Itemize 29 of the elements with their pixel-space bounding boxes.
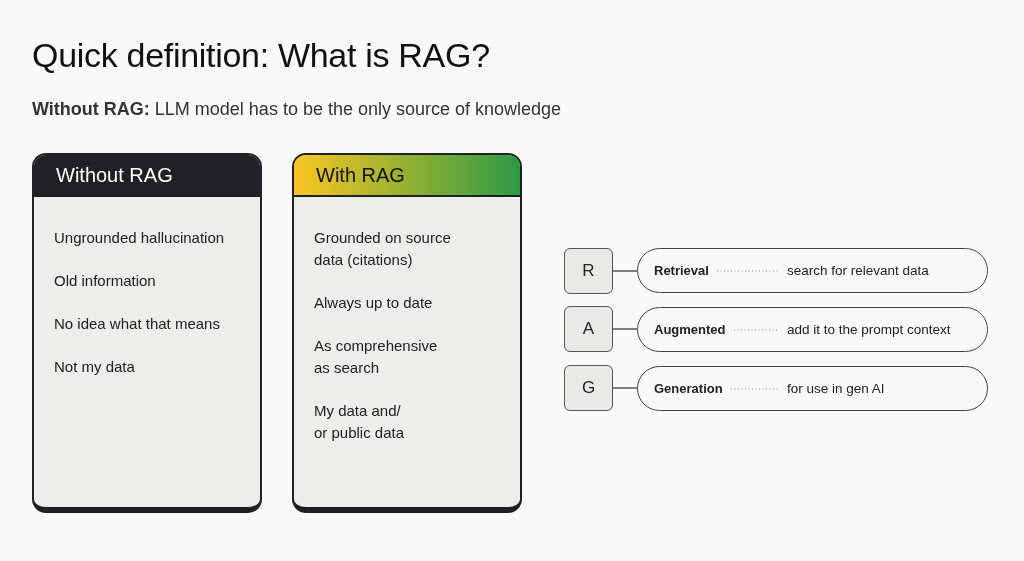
card-header: Without RAG	[34, 155, 260, 197]
subtitle: Without RAG: LLM model has to be the only source of knowledge	[32, 99, 562, 120]
connector-line	[612, 270, 638, 272]
definition-pill	[637, 366, 988, 411]
list-item: No idea what that means	[54, 314, 221, 334]
comparison-card	[292, 153, 522, 513]
definition-pill	[637, 307, 988, 352]
list-item: Not my data	[54, 357, 136, 377]
letter-box: G	[564, 365, 613, 411]
term-description: add it to the prompt context	[787, 322, 951, 337]
list-item: Ungrounded hallucination	[54, 228, 226, 248]
connector-line	[612, 387, 638, 389]
comparison-card	[32, 153, 262, 513]
list-item: My data and/ or public data	[314, 401, 406, 443]
letter-box: A	[564, 306, 613, 352]
term-label: Retrieval	[654, 263, 709, 278]
term-label: Generation	[654, 381, 723, 396]
list-item: Old information	[54, 271, 157, 291]
letter-box: R	[564, 248, 613, 294]
term-description: search for relevant data	[787, 263, 929, 278]
list-item: As comprehensive as search	[314, 336, 439, 378]
term-description: for use in gen AI	[787, 381, 885, 396]
card-header: With RAG	[294, 155, 520, 197]
definition-pill	[637, 248, 988, 293]
connector-line	[612, 328, 638, 330]
list-item: Grounded on source data (citations)	[314, 228, 452, 270]
list-item: Always up to date	[314, 293, 434, 313]
slide-title: Quick definition: What is RAG?	[32, 36, 490, 75]
term-label: Augmented	[654, 322, 726, 337]
